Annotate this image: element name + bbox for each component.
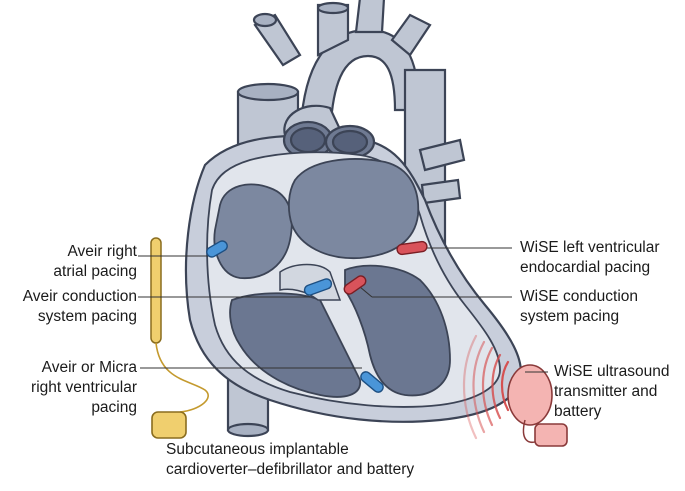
label-line: right ventricular bbox=[31, 379, 137, 396]
left-atrium bbox=[288, 158, 420, 260]
ultrasound-waves-icon bbox=[462, 334, 510, 440]
leader-lines bbox=[138, 247, 548, 373]
label-line: system pacing bbox=[37, 308, 137, 325]
label-aveir-atrial: Aveir right atrial pacing bbox=[53, 242, 137, 282]
label-line: battery bbox=[554, 403, 602, 420]
label-line: Aveir conduction bbox=[22, 288, 137, 305]
septum bbox=[279, 263, 342, 301]
label-line: Subcutaneous implantable bbox=[166, 441, 349, 458]
label-line: Aveir or Micra bbox=[41, 359, 137, 376]
right-ventricle bbox=[229, 292, 361, 398]
label-aveir-micra: Aveir or Micra right ventricular pacing bbox=[31, 358, 137, 418]
label-wise-transmitter: WiSE ultrasound transmitter and battery bbox=[554, 362, 669, 422]
label-wise-lv: WiSE left ventricular endocardial pacing bbox=[520, 238, 660, 278]
wise-transmitter-device bbox=[507, 364, 568, 447]
label-line: endocardial pacing bbox=[520, 259, 651, 276]
label-line: WiSE conduction bbox=[520, 288, 639, 305]
right-atrium bbox=[213, 183, 293, 279]
label-line: WiSE left ventricular bbox=[520, 239, 660, 256]
label-line: transmitter and bbox=[554, 383, 658, 400]
label-line: atrial pacing bbox=[53, 263, 137, 280]
label-line: pacing bbox=[91, 399, 137, 416]
label-line: Aveir right bbox=[67, 243, 138, 260]
aveir-leadless-pacemakers bbox=[206, 240, 384, 393]
label-aveir-conduction: Aveir conduction system pacing bbox=[23, 287, 137, 327]
vessel-openings bbox=[282, 104, 376, 160]
label-line: system pacing bbox=[520, 308, 620, 325]
label-wise-conduction: WiSE conduction system pacing bbox=[520, 287, 638, 327]
wise-electrodes bbox=[343, 240, 428, 295]
left-ventricle bbox=[344, 264, 451, 397]
label-subq-icd: Subcutaneous implantable cardioverter–de… bbox=[166, 440, 414, 480]
label-line: cardioverter–defibrillator and battery bbox=[166, 461, 415, 478]
subcutaneous-icd-device bbox=[150, 237, 209, 439]
label-line: WiSE ultrasound bbox=[554, 363, 670, 380]
